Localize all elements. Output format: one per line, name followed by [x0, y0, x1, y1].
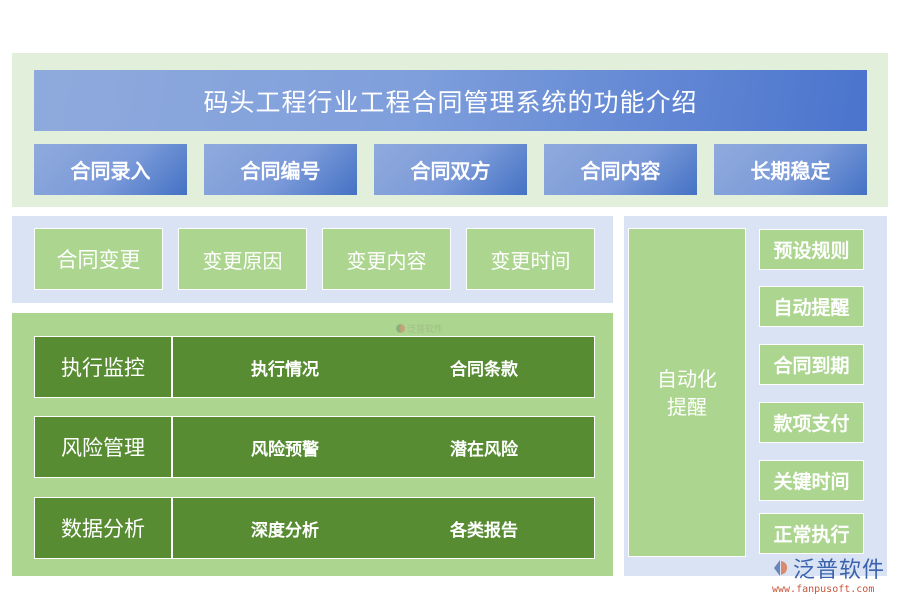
watermark-url: www.fanpusoft.com	[772, 584, 875, 595]
feature-contract-content: 合同内容	[544, 144, 697, 195]
watermark-logo: 泛普软件 www.fanpusoft.com	[770, 552, 885, 595]
change-time: 变更时间	[466, 228, 595, 290]
exec-row-label: 风险管理	[35, 417, 173, 477]
exec-row-label: 执行监控	[35, 337, 173, 397]
page-title: 码头工程行业工程合同管理系统的功能介绍	[34, 70, 867, 131]
exec-row-risk: 风险管理 风险预警 潜在风险	[34, 416, 595, 478]
watermark-small: 泛普软件	[396, 322, 443, 335]
auto-item-preset-rules: 预设规则	[759, 229, 864, 270]
auto-item-normal-execution: 正常执行	[759, 513, 864, 554]
exec-row-item: 执行情况	[251, 359, 319, 380]
exec-row-monitoring: 执行监控 执行情况 合同条款	[34, 336, 595, 398]
exec-row-item: 深度分析	[251, 520, 319, 541]
exec-row-item: 风险预警	[251, 439, 319, 460]
automation-label-line2: 提醒	[667, 394, 707, 419]
feature-contract-parties: 合同双方	[374, 144, 527, 195]
exec-row-item: 各类报告	[450, 520, 518, 541]
fanpu-logo-icon	[396, 324, 405, 333]
auto-item-key-time: 关键时间	[759, 460, 864, 501]
auto-item-payment: 款项支付	[759, 402, 864, 443]
change-label: 合同变更	[34, 228, 163, 290]
automation-label-line1: 自动化	[657, 366, 717, 391]
auto-item-auto-reminder: 自动提醒	[759, 286, 864, 327]
watermark-small-text: 泛普软件	[407, 325, 444, 335]
exec-row-item: 合同条款	[450, 359, 518, 380]
automation-label: 自动化 提醒	[628, 228, 746, 557]
change-content: 变更内容	[322, 228, 451, 290]
exec-row-analysis: 数据分析 深度分析 各类报告	[34, 497, 595, 559]
change-reason: 变更原因	[178, 228, 307, 290]
watermark-name: 泛普软件	[793, 558, 886, 583]
exec-row-item: 潜在风险	[450, 439, 518, 460]
feature-long-term-stable: 长期稳定	[714, 144, 867, 195]
auto-item-contract-expiry: 合同到期	[759, 344, 864, 385]
fanpu-logo-icon	[774, 560, 788, 576]
feature-contract-number: 合同编号	[204, 144, 357, 195]
feature-contract-entry: 合同录入	[34, 144, 187, 195]
exec-row-label: 数据分析	[35, 498, 173, 558]
